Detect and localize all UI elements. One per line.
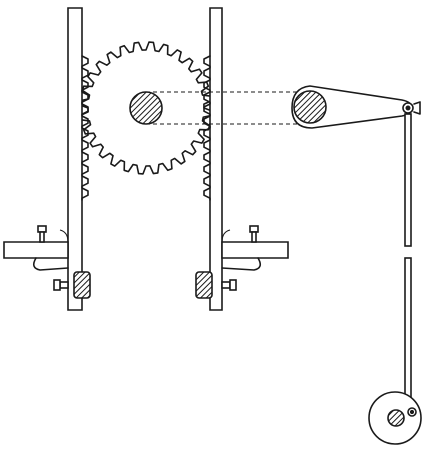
left-clamp-block (73, 271, 91, 299)
rod-lower-section (404, 257, 412, 409)
lever-shaft-section (293, 90, 327, 124)
rod-upper-section (404, 113, 412, 247)
left-top-bolt (37, 225, 47, 243)
projection-lines (146, 91, 310, 125)
lever-arm (291, 85, 421, 129)
right-clamp-block (195, 271, 213, 299)
right-rack-bracket (195, 7, 289, 311)
left-side-bolt (53, 279, 69, 291)
lever-pin (402, 101, 421, 115)
disc-shaft-section (387, 409, 405, 427)
right-top-bolt (249, 225, 259, 243)
eccentric-disc (368, 391, 422, 445)
connecting-rod (404, 113, 412, 409)
right-side-bolt (221, 279, 237, 291)
gear-shaft-section (129, 91, 163, 125)
spur-gear (79, 41, 213, 175)
left-rack-bracket (3, 7, 91, 311)
